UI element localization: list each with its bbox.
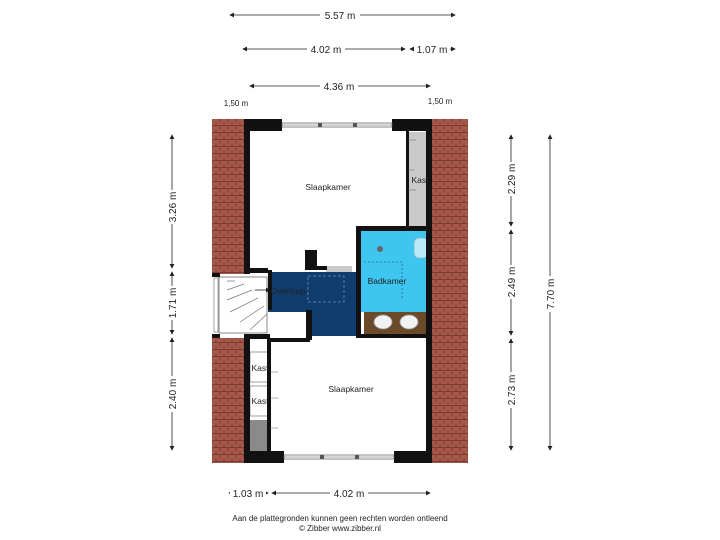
dim-bottom-right: 4.02 m — [334, 489, 365, 500]
dim-top-right: 1.07 m — [417, 45, 448, 56]
windows — [270, 122, 416, 460]
overloop-dashed-area — [307, 275, 345, 303]
roof-left-bottom — [212, 338, 248, 463]
dim-right-mid: 2.49 m — [507, 267, 518, 298]
shower-screen — [364, 261, 403, 300]
label-kast-1: Kast — [251, 363, 269, 373]
dim-roof-right: 1,50 m — [428, 97, 453, 106]
room-storage-gray — [250, 420, 270, 454]
dim-left-mid: 1.71 m — [168, 288, 179, 319]
sink-icon — [399, 314, 419, 330]
stair-treads — [226, 280, 268, 331]
dim-top-total: 5.57 m — [325, 11, 356, 22]
label-badkamer: Badkamer — [368, 276, 407, 286]
dim-inner-width: 4.36 m — [324, 82, 355, 93]
label-overloop: Overloop — [271, 286, 306, 296]
roof-left-top — [212, 119, 248, 274]
footer-disclaimer: Aan de plattegronden kunnen geen rechten… — [232, 514, 447, 523]
dim-left-top: 3.26 m — [168, 192, 179, 223]
room-slaapkamer-bottom — [270, 342, 430, 454]
roof-right — [430, 119, 468, 463]
label-kast-2: Kast — [251, 396, 269, 406]
room-kast-top — [408, 132, 430, 228]
label-slaapkamer-bottom: Slaapkamer — [328, 384, 374, 394]
walls — [212, 119, 432, 463]
dim-right-top: 2.29 m — [507, 164, 518, 195]
shower-drain-icon — [377, 246, 383, 252]
dim-top-left: 4.02 m — [311, 45, 342, 56]
dim-right-bottom: 2.73 m — [507, 375, 518, 406]
dim-bottom-left: 1.03 m — [233, 489, 264, 500]
staircase — [218, 276, 268, 334]
stair-window — [213, 277, 219, 333]
dimension-label-backgrounds — [166, 9, 556, 499]
bath-wood-counter — [364, 312, 430, 336]
overloop-gray-step — [326, 266, 352, 272]
room-overloop — [268, 272, 358, 336]
toilet-icon — [413, 237, 429, 259]
dim-left-bottom: 2.40 m — [168, 379, 179, 410]
dim-right-total: 7.70 m — [546, 279, 557, 310]
dim-roof-left: 1,50 m — [224, 99, 249, 108]
footer-copyright: © Zibber www.zibber.nl — [299, 524, 381, 533]
label-kast-top: Kast — [411, 175, 429, 185]
sink-icon — [373, 314, 393, 330]
label-slaapkamer-top: Slaapkamer — [305, 182, 351, 192]
